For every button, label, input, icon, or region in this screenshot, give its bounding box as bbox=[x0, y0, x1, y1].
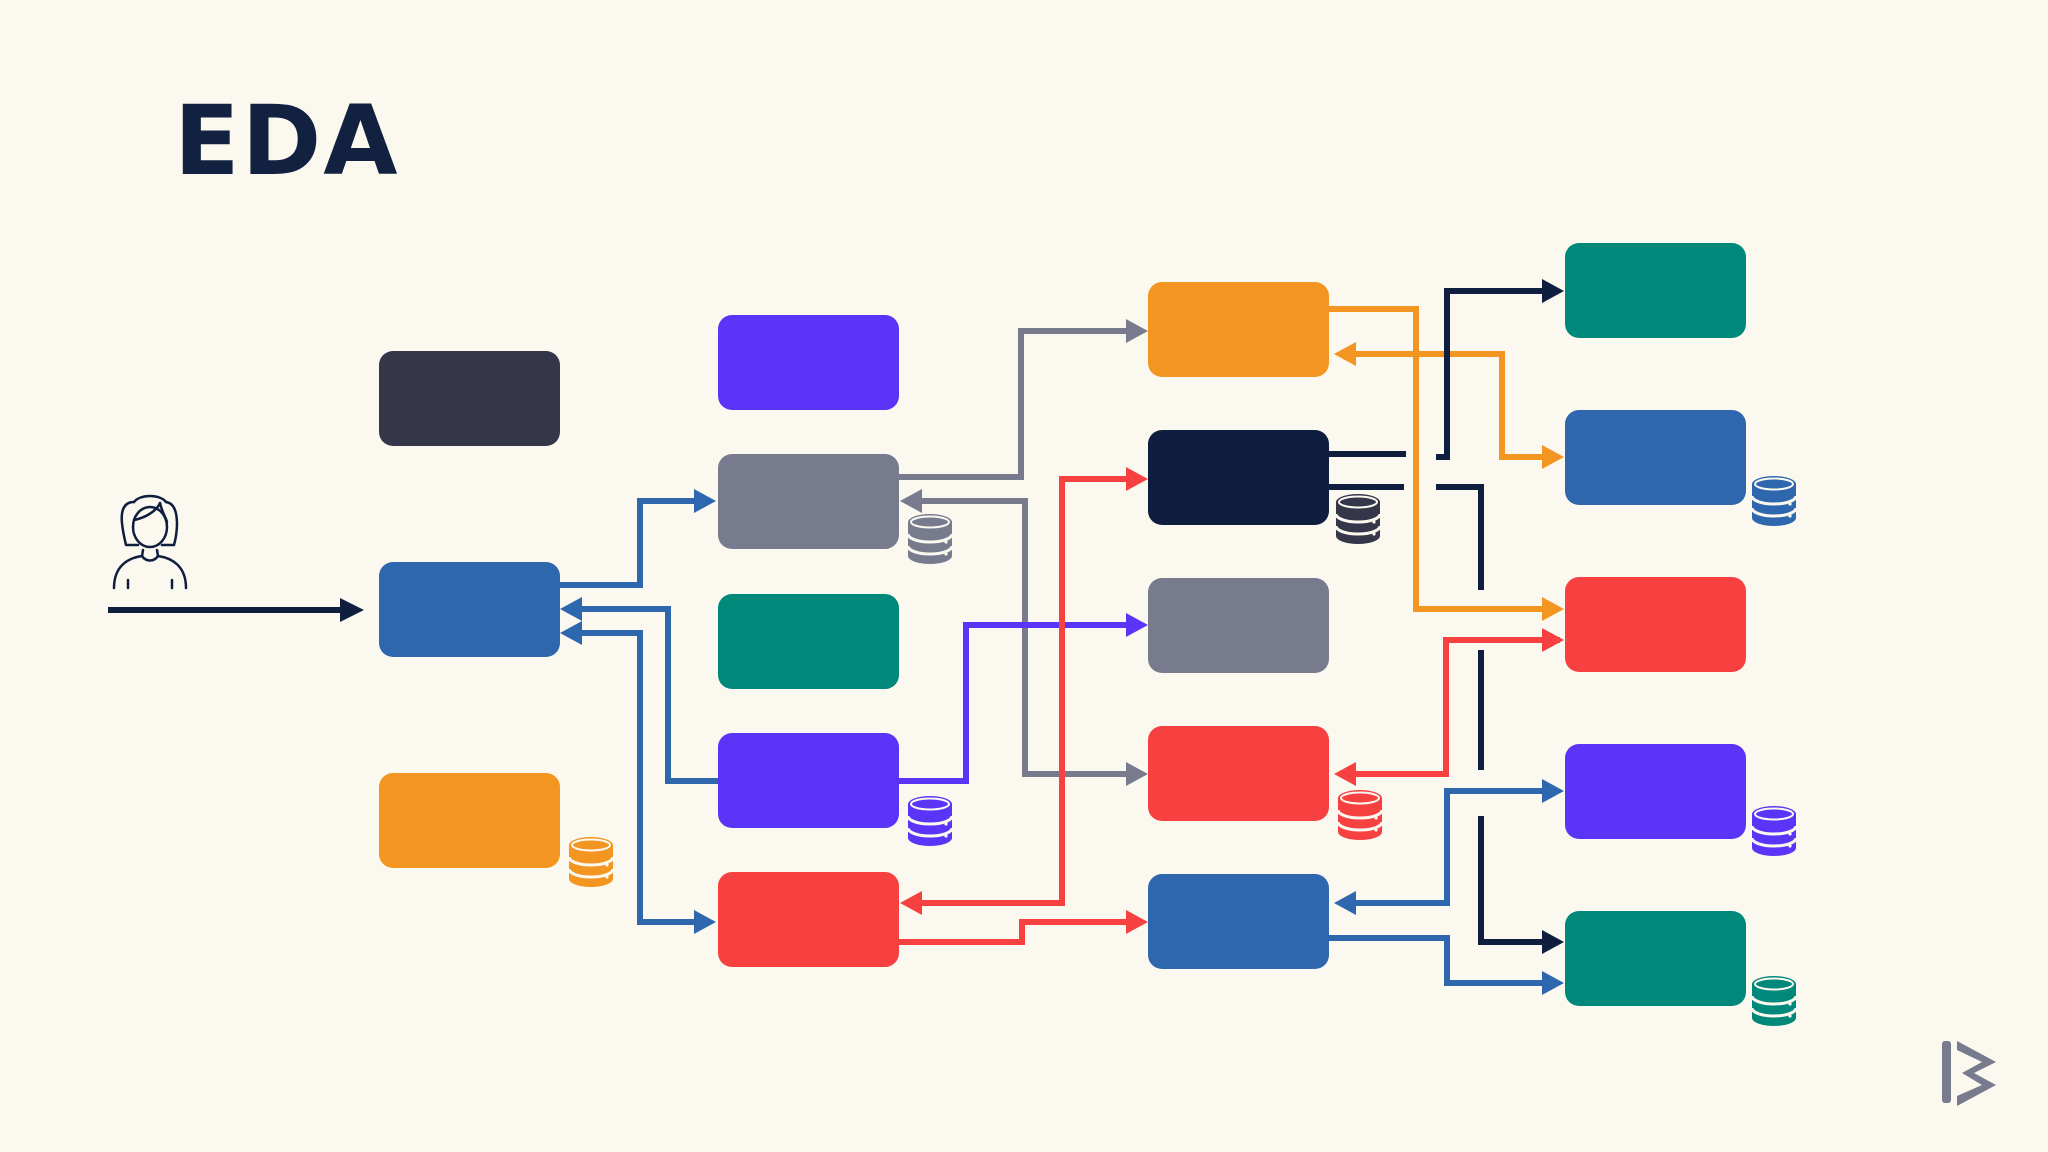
database-icon bbox=[906, 512, 954, 566]
orange-to-red-far-connector bbox=[1328, 306, 1544, 612]
purple-to-gray-right-connector bbox=[898, 622, 1130, 784]
purple-box-top[interactable] bbox=[718, 315, 899, 410]
connectors bbox=[108, 279, 1564, 995]
gray-to-red-right-connector bbox=[918, 498, 1130, 777]
blue-to-red-connector bbox=[578, 630, 698, 925]
database-icon bbox=[1750, 804, 1798, 858]
entry-blue-box[interactable] bbox=[379, 562, 560, 657]
orange-return-connector bbox=[1352, 351, 1544, 460]
red-far-to-red-right-connector bbox=[1352, 637, 1560, 777]
user-icon bbox=[112, 494, 188, 590]
navy-box[interactable] bbox=[1148, 430, 1329, 525]
purple-to-blue-connector bbox=[578, 606, 718, 784]
purple-box-middle[interactable] bbox=[718, 733, 899, 828]
database-icon bbox=[1750, 474, 1798, 528]
blue-box-top-right[interactable] bbox=[1565, 410, 1746, 505]
red-return-connector bbox=[918, 796, 1065, 906]
database-icon bbox=[906, 794, 954, 848]
navy-to-teal-bottom-connector bbox=[1328, 484, 1544, 945]
user-input-arrowhead bbox=[340, 598, 364, 622]
gray-box-right[interactable] bbox=[1148, 578, 1329, 673]
database-icon bbox=[1750, 974, 1798, 1028]
database-icon bbox=[1336, 788, 1384, 842]
teal-box-middle[interactable] bbox=[718, 594, 899, 689]
navy-to-teal-connector bbox=[1328, 288, 1544, 460]
blue-to-gray-connector bbox=[560, 498, 698, 588]
red-to-navy-connector bbox=[1059, 476, 1130, 606]
orange-box-right[interactable] bbox=[1148, 282, 1329, 377]
brand-logo bbox=[1942, 1041, 1996, 1106]
blue-box-right[interactable] bbox=[1148, 874, 1329, 969]
page-title: EDA bbox=[174, 85, 400, 197]
teal-box-top-right[interactable] bbox=[1565, 243, 1746, 338]
red-to-blue-right-connector bbox=[898, 919, 1130, 945]
red-box-far-right[interactable] bbox=[1565, 577, 1746, 672]
database-icon bbox=[1334, 492, 1382, 546]
teal-box-bottom-right[interactable] bbox=[1565, 911, 1746, 1006]
database-icon bbox=[567, 835, 615, 889]
gray-to-orange-connector bbox=[898, 328, 1130, 480]
dark-slate-box[interactable] bbox=[379, 351, 560, 446]
red-box-middle[interactable] bbox=[718, 872, 899, 967]
orange-box-left[interactable] bbox=[379, 773, 560, 868]
gray-box[interactable] bbox=[718, 454, 899, 549]
red-box-right[interactable] bbox=[1148, 726, 1329, 821]
blue-to-teal-bottom-connector bbox=[1328, 935, 1544, 986]
purple-box-far-right[interactable] bbox=[1565, 744, 1746, 839]
purple-far-to-blue-connector bbox=[1352, 788, 1544, 906]
